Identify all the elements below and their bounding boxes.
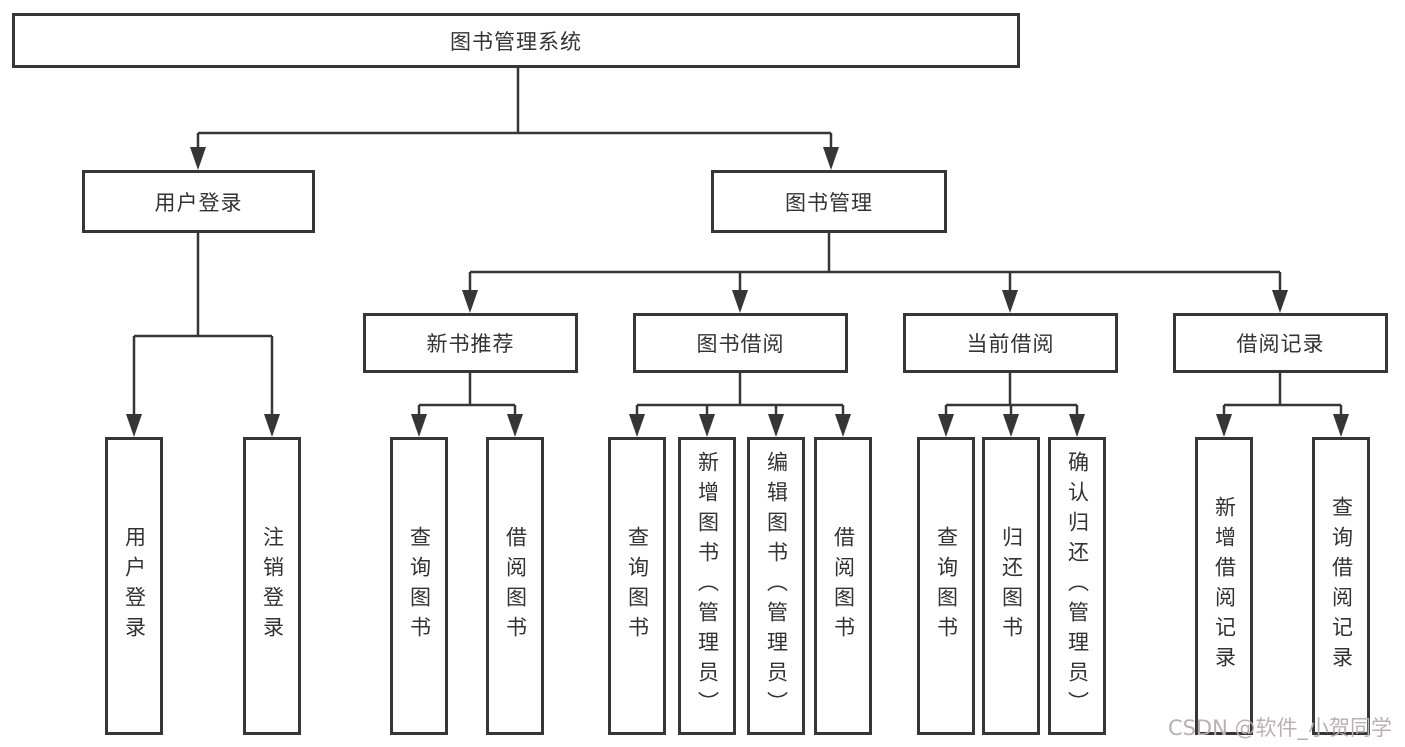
node-root-system: 图书管理系统 (12, 13, 1020, 68)
leaf-confirm-return-admin: 确认归还（管理员） (1048, 437, 1106, 735)
leaf-recommend-borrow-book: 借阅图书 (486, 437, 544, 735)
leaf-borrow-book: 借阅图书 (814, 437, 872, 735)
leaf-query-borrow-record-label: 查询借阅记录 (1329, 496, 1354, 676)
node-book-borrow: 图书借阅 (633, 313, 848, 373)
leaf-edit-book-admin: 编辑图书（管理员） (747, 437, 805, 735)
leaf-query-borrow-record: 查询借阅记录 (1312, 437, 1370, 735)
node-user-login: 用户登录 (82, 170, 315, 233)
leaf-recommend-query-book-label: 查询图书 (407, 526, 432, 646)
leaf-return-book-label: 归还图书 (999, 526, 1024, 646)
leaf-recommend-query-book: 查询图书 (390, 437, 448, 735)
node-book-management: 图书管理 (711, 170, 947, 233)
leaf-add-borrow-record-label: 新增借阅记录 (1212, 496, 1237, 676)
leaf-user-login-label: 用户登录 (122, 526, 147, 646)
leaf-add-book-admin: 新增图书（管理员） (678, 437, 736, 735)
node-new-book-recommend: 新书推荐 (363, 313, 578, 373)
leaf-borrow-book-label: 借阅图书 (831, 526, 856, 646)
node-borrow-record: 借阅记录 (1173, 313, 1388, 373)
leaf-borrow-query-book: 查询图书 (608, 437, 666, 735)
leaf-current-query-book: 查询图书 (917, 437, 975, 735)
leaf-add-borrow-record: 新增借阅记录 (1195, 437, 1253, 735)
leaf-edit-book-admin-label: 编辑图书（管理员） (764, 451, 789, 721)
leaf-recommend-borrow-book-label: 借阅图书 (503, 526, 528, 646)
leaf-current-query-book-label: 查询图书 (934, 526, 959, 646)
csdn-watermark: CSDN @软件_小贺同学 (1167, 716, 1392, 740)
leaf-confirm-return-admin-label: 确认归还（管理员） (1065, 451, 1090, 721)
leaf-return-book: 归还图书 (982, 437, 1040, 735)
leaf-add-book-admin-label: 新增图书（管理员） (695, 451, 720, 721)
leaf-logout: 注销登录 (243, 437, 301, 735)
leaf-logout-label: 注销登录 (260, 526, 285, 646)
leaf-user-login: 用户登录 (105, 437, 163, 735)
node-current-borrow: 当前借阅 (903, 313, 1118, 373)
leaf-borrow-query-book-label: 查询图书 (625, 526, 650, 646)
